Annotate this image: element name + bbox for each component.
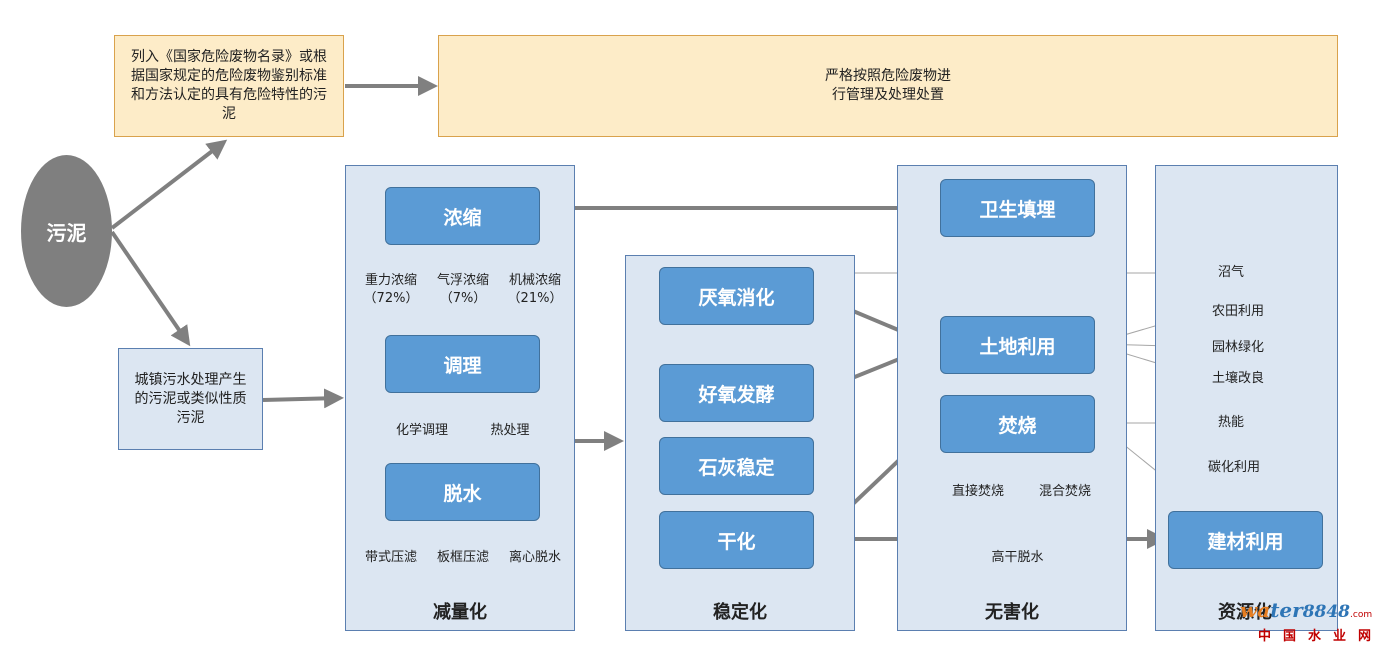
farmland-label: 农田利用 (1212, 304, 1265, 319)
land-use-node: 土地利用 (940, 316, 1095, 374)
stabilization-title: 稳定化 (713, 602, 767, 623)
gravity-thicken-label: 重力浓缩 (364, 273, 417, 288)
anaerobic-node: 厌氧消化 (659, 267, 814, 325)
landfill-node: 卫生填埋 (940, 179, 1095, 237)
high-dry-dewater-label: 高干脱水 (991, 550, 1044, 565)
drying-node: 干化 (659, 511, 814, 569)
belt-press-label: 带式压滤 (364, 550, 417, 565)
urban-sludge-box: 城镇污水处理产生的污泥或类似性质污泥 (118, 348, 263, 450)
chemical-condition-label: 化学调理 (395, 423, 448, 438)
reduction-title: 减量化 (433, 602, 487, 623)
biogas-label: 沼气 (1218, 265, 1245, 280)
arrow-sludge-to-hazardous (110, 139, 228, 230)
direct-incineration-label: 直接焚烧 (951, 484, 1004, 499)
mechanical-ratio-label: （21%） (507, 291, 563, 306)
mechanical-thicken-label: 机械浓缩 (508, 273, 561, 288)
float-ratio-label: （7%） (439, 291, 487, 306)
heat-label: 热能 (1218, 415, 1245, 430)
mixed-incineration-label: 混合焚烧 (1038, 484, 1091, 499)
aerobic-node: 好氧发酵 (659, 364, 814, 422)
arrow-urban-to-reduction (262, 388, 344, 409)
sludge-node: 污泥 (21, 155, 112, 307)
resource-title: 资源化 (1218, 602, 1272, 623)
harmless-title: 无害化 (985, 602, 1039, 623)
watermark-logo: water8848.com (1240, 598, 1373, 622)
incineration-node: 焚烧 (940, 395, 1095, 453)
thicken-node: 浓缩 (385, 187, 540, 245)
greening-label: 园林绿化 (1212, 340, 1265, 355)
float-thicken-label: 气浮浓缩 (436, 273, 489, 288)
hazardous-management-box: 严格按照危险废物进行管理及处理处置 (438, 35, 1338, 137)
dewater-node: 脱水 (385, 463, 540, 521)
building-material-node: 建材利用 (1168, 511, 1323, 569)
soil-label: 土壤改良 (1212, 371, 1265, 386)
plate-press-label: 板框压滤 (436, 550, 489, 565)
lime-node: 石灰稳定 (659, 437, 814, 495)
carbonize-label: 碳化利用 (1208, 460, 1261, 475)
gravity-ratio-label: （72%） (363, 291, 419, 306)
hazardous-sludge-box: 列入《国家危险废物名录》或根据国家规定的危险废物鉴别标准和方法认定的具有危险特性… (114, 35, 344, 137)
centrifuge-label: 离心脱水 (508, 550, 561, 565)
condition-node: 调理 (385, 335, 540, 393)
heat-treatment-label: 热处理 (490, 423, 530, 438)
arrow-sludge-to-urban (110, 230, 191, 347)
watermark-subtitle: 中国水业网 (1258, 629, 1384, 644)
